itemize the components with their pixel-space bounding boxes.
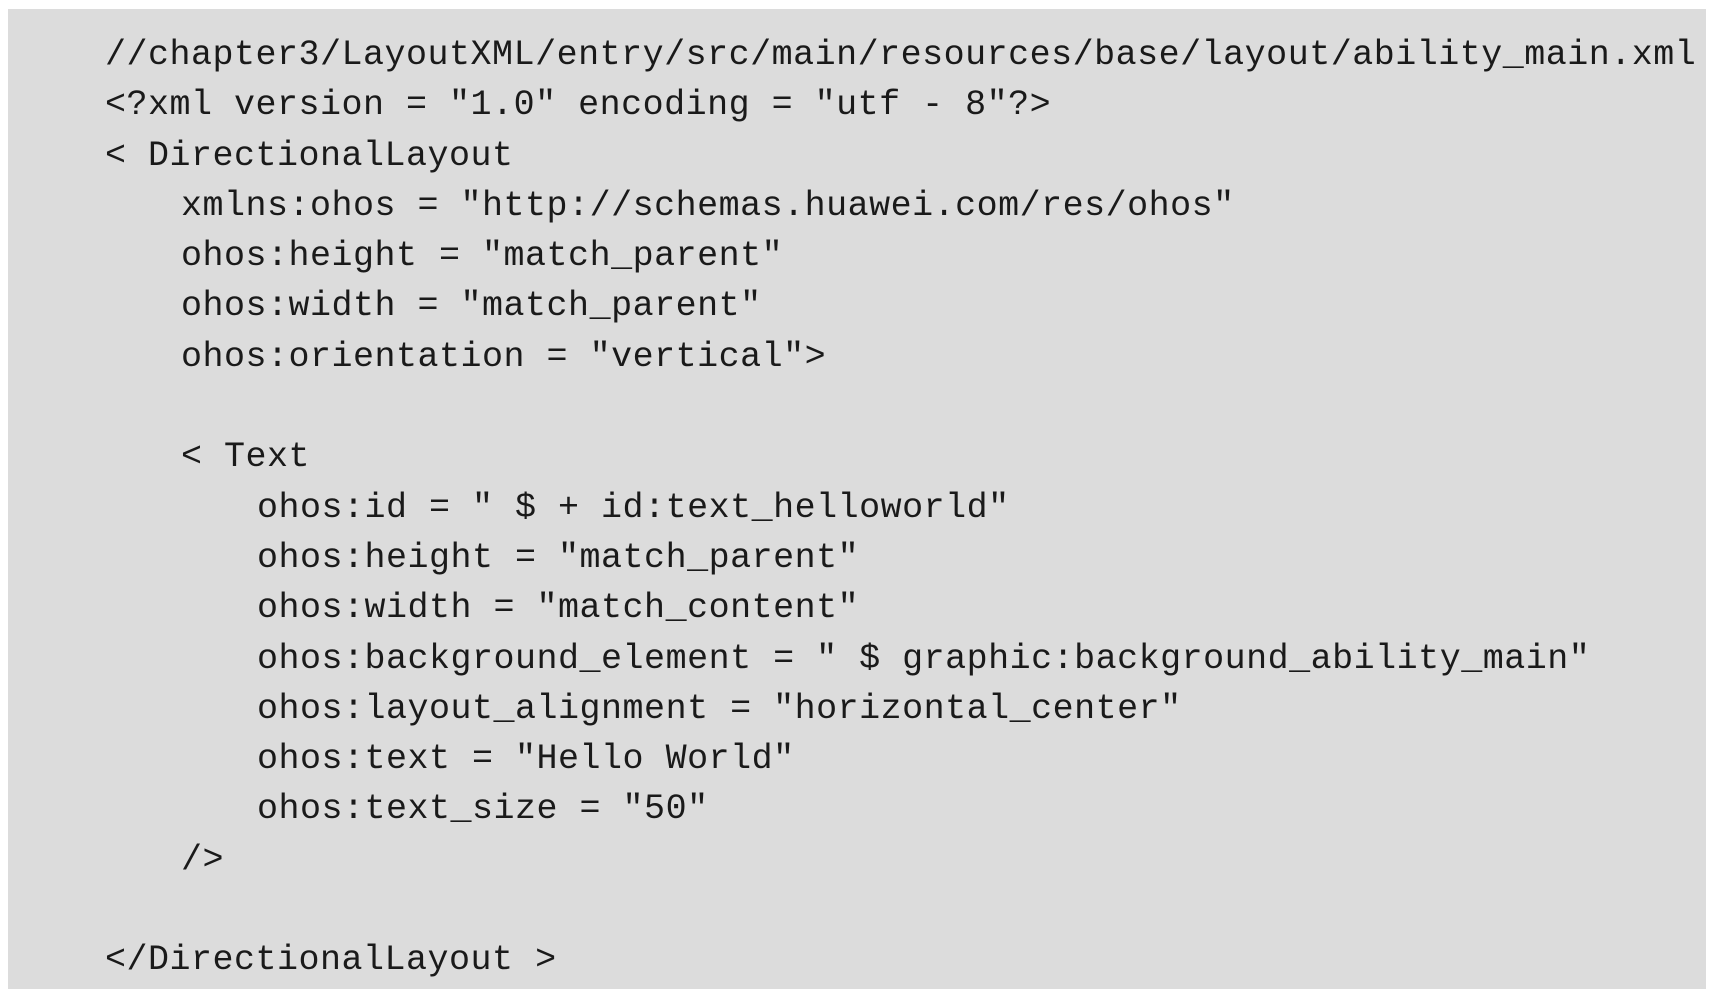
code-line: ohos:height = "match_parent" bbox=[181, 236, 784, 277]
code-line-blank bbox=[105, 382, 1696, 432]
code-line: ohos:width = "match_parent" bbox=[181, 286, 762, 327]
code-line: ohos:text = "Hello World" bbox=[257, 739, 795, 780]
code-line: ohos:background_element = " $ graphic:ba… bbox=[257, 638, 1591, 679]
code-line: ohos:width = "match_content" bbox=[257, 588, 860, 629]
code-line: /> bbox=[181, 839, 225, 880]
code-line: ohos:id = " $ + id:text_helloworld" bbox=[257, 487, 1010, 528]
code-line: ohos:height = "match_parent" bbox=[257, 537, 860, 578]
code-line: //chapter3/LayoutXML/entry/src/main/reso… bbox=[105, 35, 1697, 75]
code-line: ohos:text_size = "50" bbox=[257, 789, 709, 830]
code-line: </DirectionalLayout > bbox=[105, 940, 557, 981]
code-line: <?xml version = "1.0" encoding = "utf - … bbox=[105, 85, 1052, 126]
code-line: ohos:orientation = "vertical"> bbox=[181, 336, 827, 377]
code-line-blank bbox=[105, 885, 1696, 935]
code-line: < Text bbox=[181, 437, 311, 478]
code-listing: //chapter3/LayoutXML/entry/src/main/reso… bbox=[105, 30, 1696, 986]
code-line: xmlns:ohos = "http://schemas.huawei.com/… bbox=[181, 185, 1235, 226]
code-listing-box: //chapter3/LayoutXML/entry/src/main/reso… bbox=[8, 9, 1706, 989]
code-line: < DirectionalLayout bbox=[105, 135, 514, 176]
code-line: ohos:layout_alignment = "horizontal_cent… bbox=[257, 688, 1182, 729]
